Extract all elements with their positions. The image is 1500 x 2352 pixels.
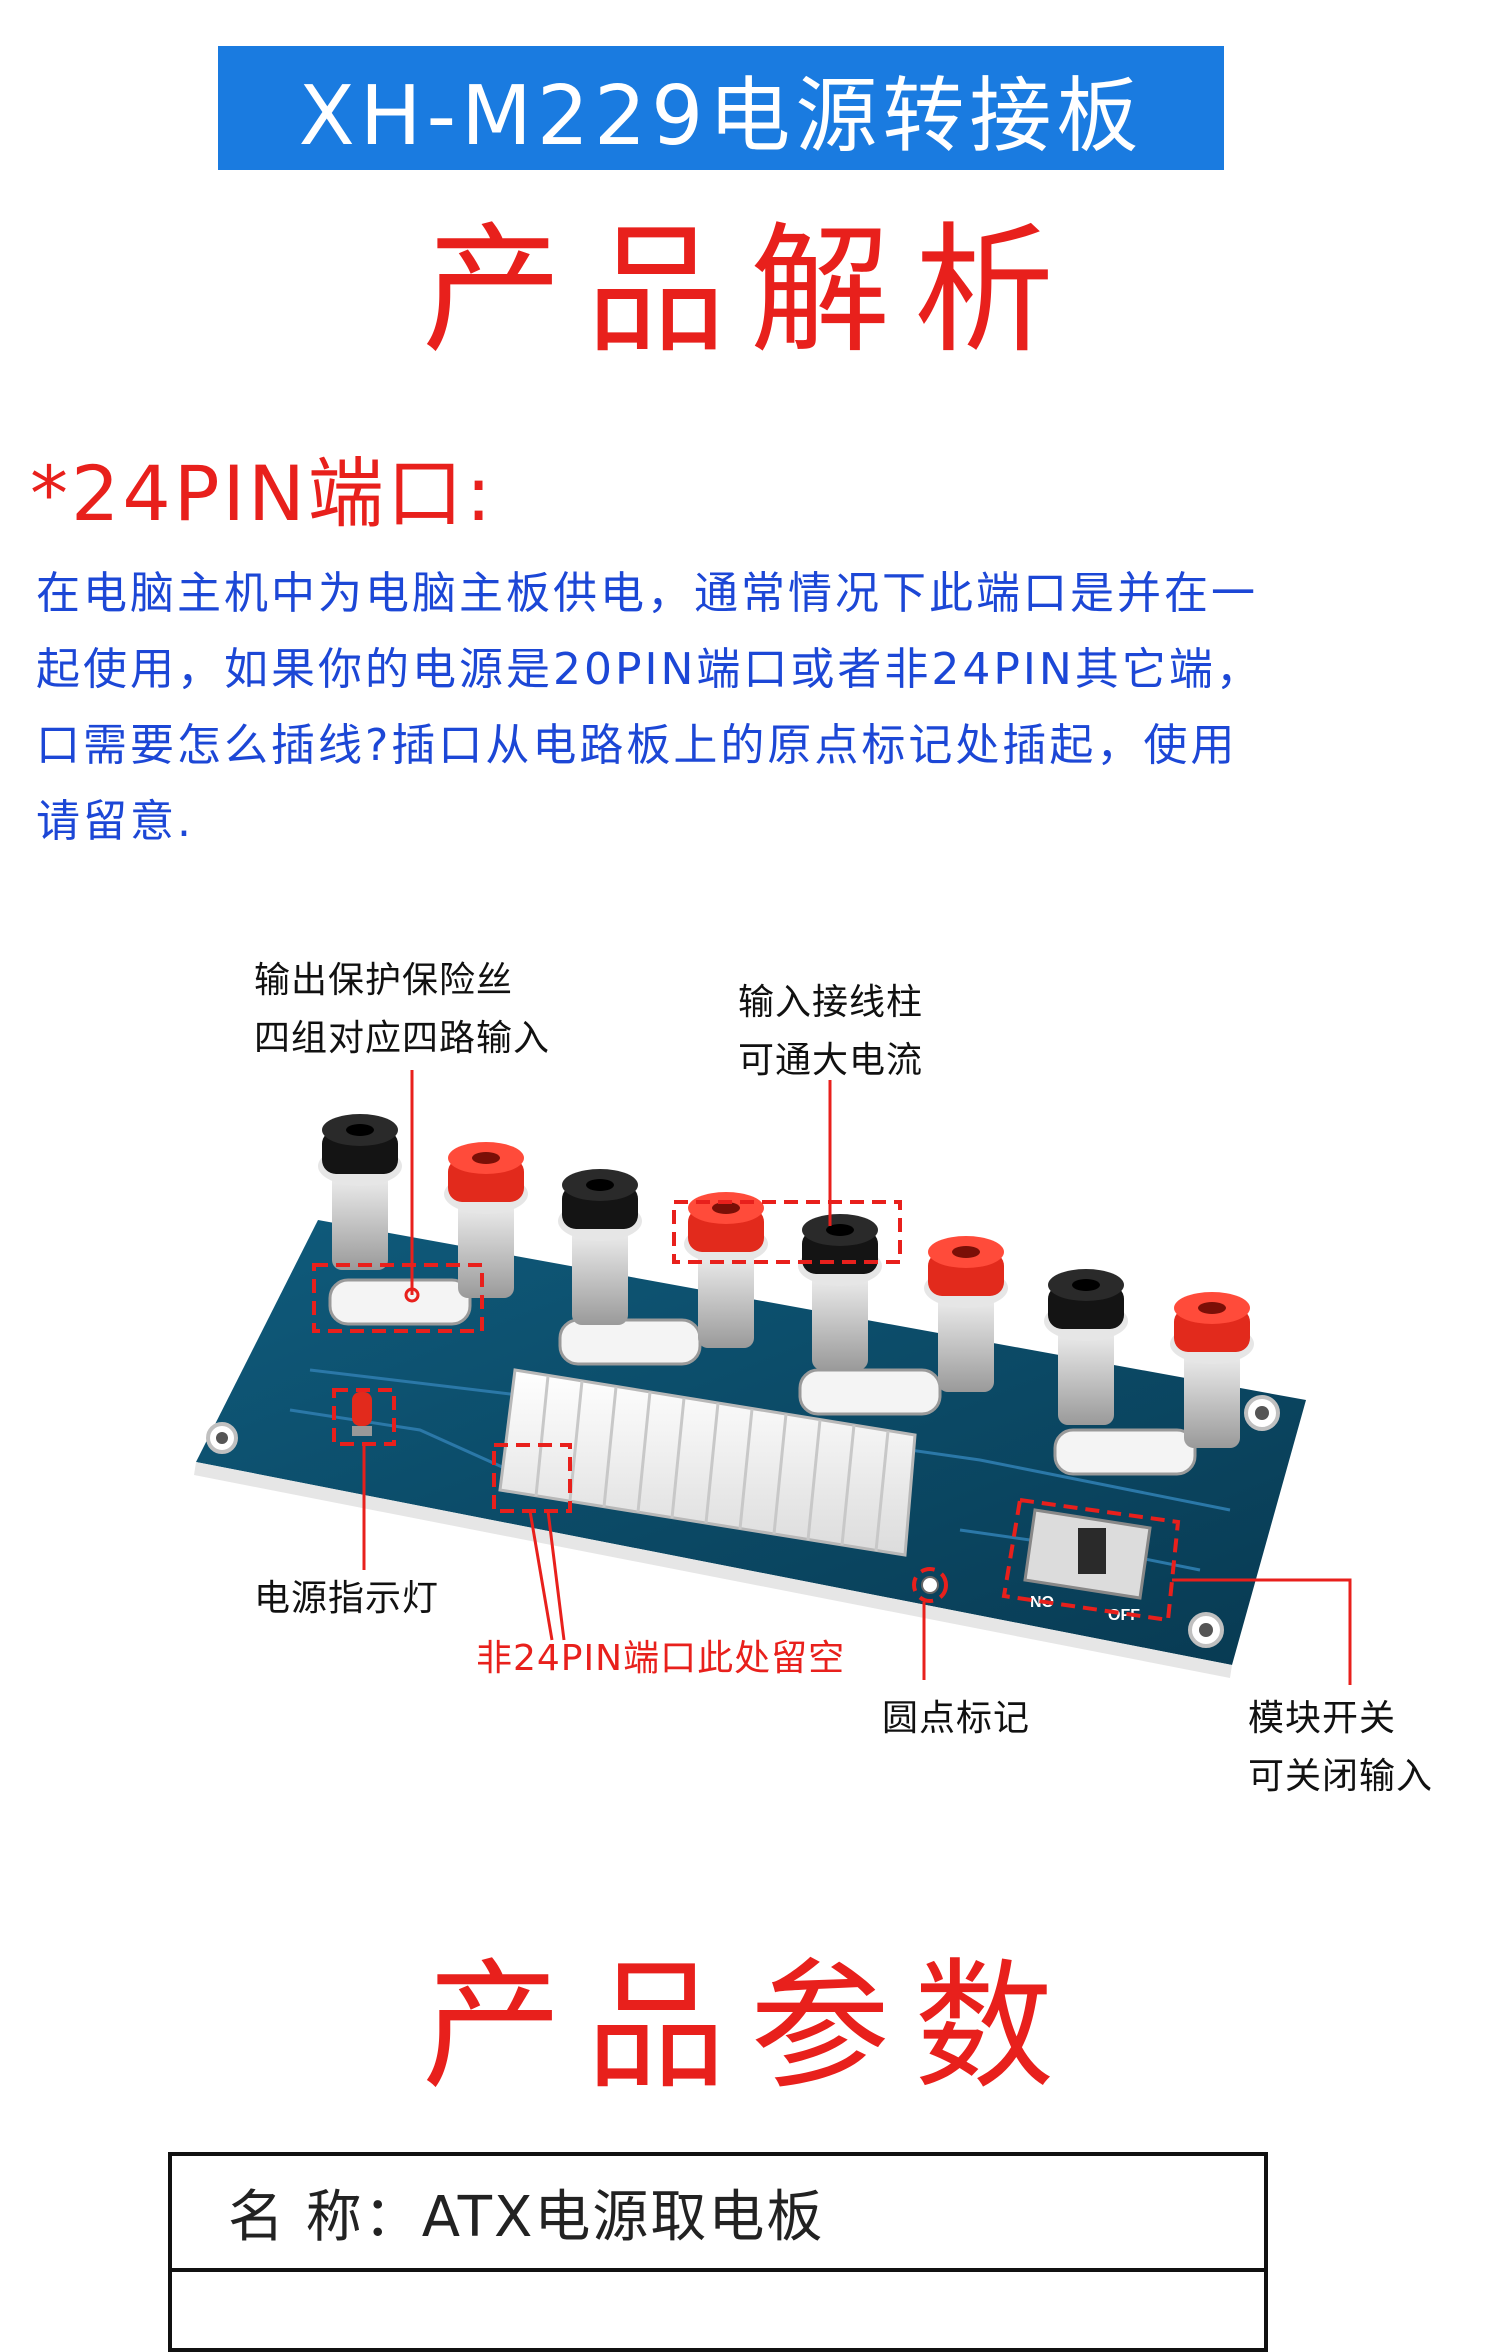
terminal-label-line: 可通大电流: [738, 1040, 924, 1081]
board-image: NO OFF: [194, 1070, 1352, 1685]
params-title: 产品参数: [421, 1946, 1078, 2109]
pin-description-line: 请留意.: [36, 796, 194, 847]
atx-connector: [498, 1368, 917, 1557]
fuse-label: 输出保护保险丝 四组对应四路输入: [254, 952, 550, 1068]
terminal-black: [318, 1114, 402, 1270]
terminal-label-line: 输入接线柱: [738, 982, 924, 1023]
terminal-red: [444, 1142, 528, 1298]
pin-description: 在电脑主机中为电脑主板供电，通常情况下此端口是并在一 起使用，如果你的电源是20…: [36, 556, 1456, 860]
pin-heading: *24PIN端口:: [30, 449, 495, 538]
slide-switch: NO OFF: [1023, 1508, 1152, 1624]
terminal-label: 输入接线柱 可通大电流: [738, 974, 923, 1090]
analysis-title: 产品解析: [421, 210, 1078, 373]
dot-mark-label: 圆点标记: [882, 1698, 1031, 1739]
switch-label-line: 模块开关: [1248, 1698, 1397, 1739]
fuses: [328, 1278, 1197, 1476]
led-label: 电源指示灯: [254, 1578, 440, 1619]
terminal-black: [558, 1169, 642, 1325]
spec-table: 名 称：ATX电源取电板: [168, 2152, 1268, 2352]
pin-description-line: 起使用，如果你的电源是20PIN端口或者非24PIN其它端，: [36, 644, 1263, 695]
mounting-holes: [206, 1395, 1280, 1648]
fuse-highlight: [312, 1263, 484, 1333]
title-banner: XH-M229电源转接板: [218, 46, 1224, 170]
empty-slot-highlight: [492, 1443, 572, 1513]
terminal-red: [924, 1236, 1008, 1392]
power-led: [352, 1392, 372, 1436]
pin-description-line: 口需要怎么插线?插口从电路板上的原点标记处插起，使用: [36, 720, 1238, 771]
origin-dot: [921, 1576, 939, 1594]
switch-label: 模块开关 可关闭输入: [1248, 1690, 1433, 1806]
empty-slot-label: 非24PIN端口此处留空: [476, 1638, 846, 1679]
highlight-boxes: [312, 1200, 1181, 1623]
spec-row: 名 称：ATX电源取电板: [172, 2156, 1264, 2272]
fuse-label-line: 输出保护保险丝: [254, 960, 514, 1001]
binding-posts: [318, 1114, 1254, 1448]
switch-label-line: 可关闭输入: [1248, 1756, 1434, 1797]
banner-title: XH-M229电源转接板: [298, 68, 1144, 164]
spec-name: 名 称：ATX电源取电板: [228, 2184, 825, 2250]
pin-description-line: 在电脑主机中为电脑主板供电，通常情况下此端口是并在一: [36, 568, 1258, 619]
terminal-black: [1044, 1269, 1128, 1425]
terminal-highlight: [672, 1200, 902, 1264]
fuse-label-line: 四组对应四路输入: [254, 1018, 551, 1059]
board-diagram: NO OFF: [0, 930, 1500, 1810]
dot-highlight: [912, 1567, 948, 1603]
terminal-red: [1170, 1292, 1254, 1448]
leader-lines: [362, 1070, 1352, 1685]
terminal-black: [798, 1214, 882, 1370]
